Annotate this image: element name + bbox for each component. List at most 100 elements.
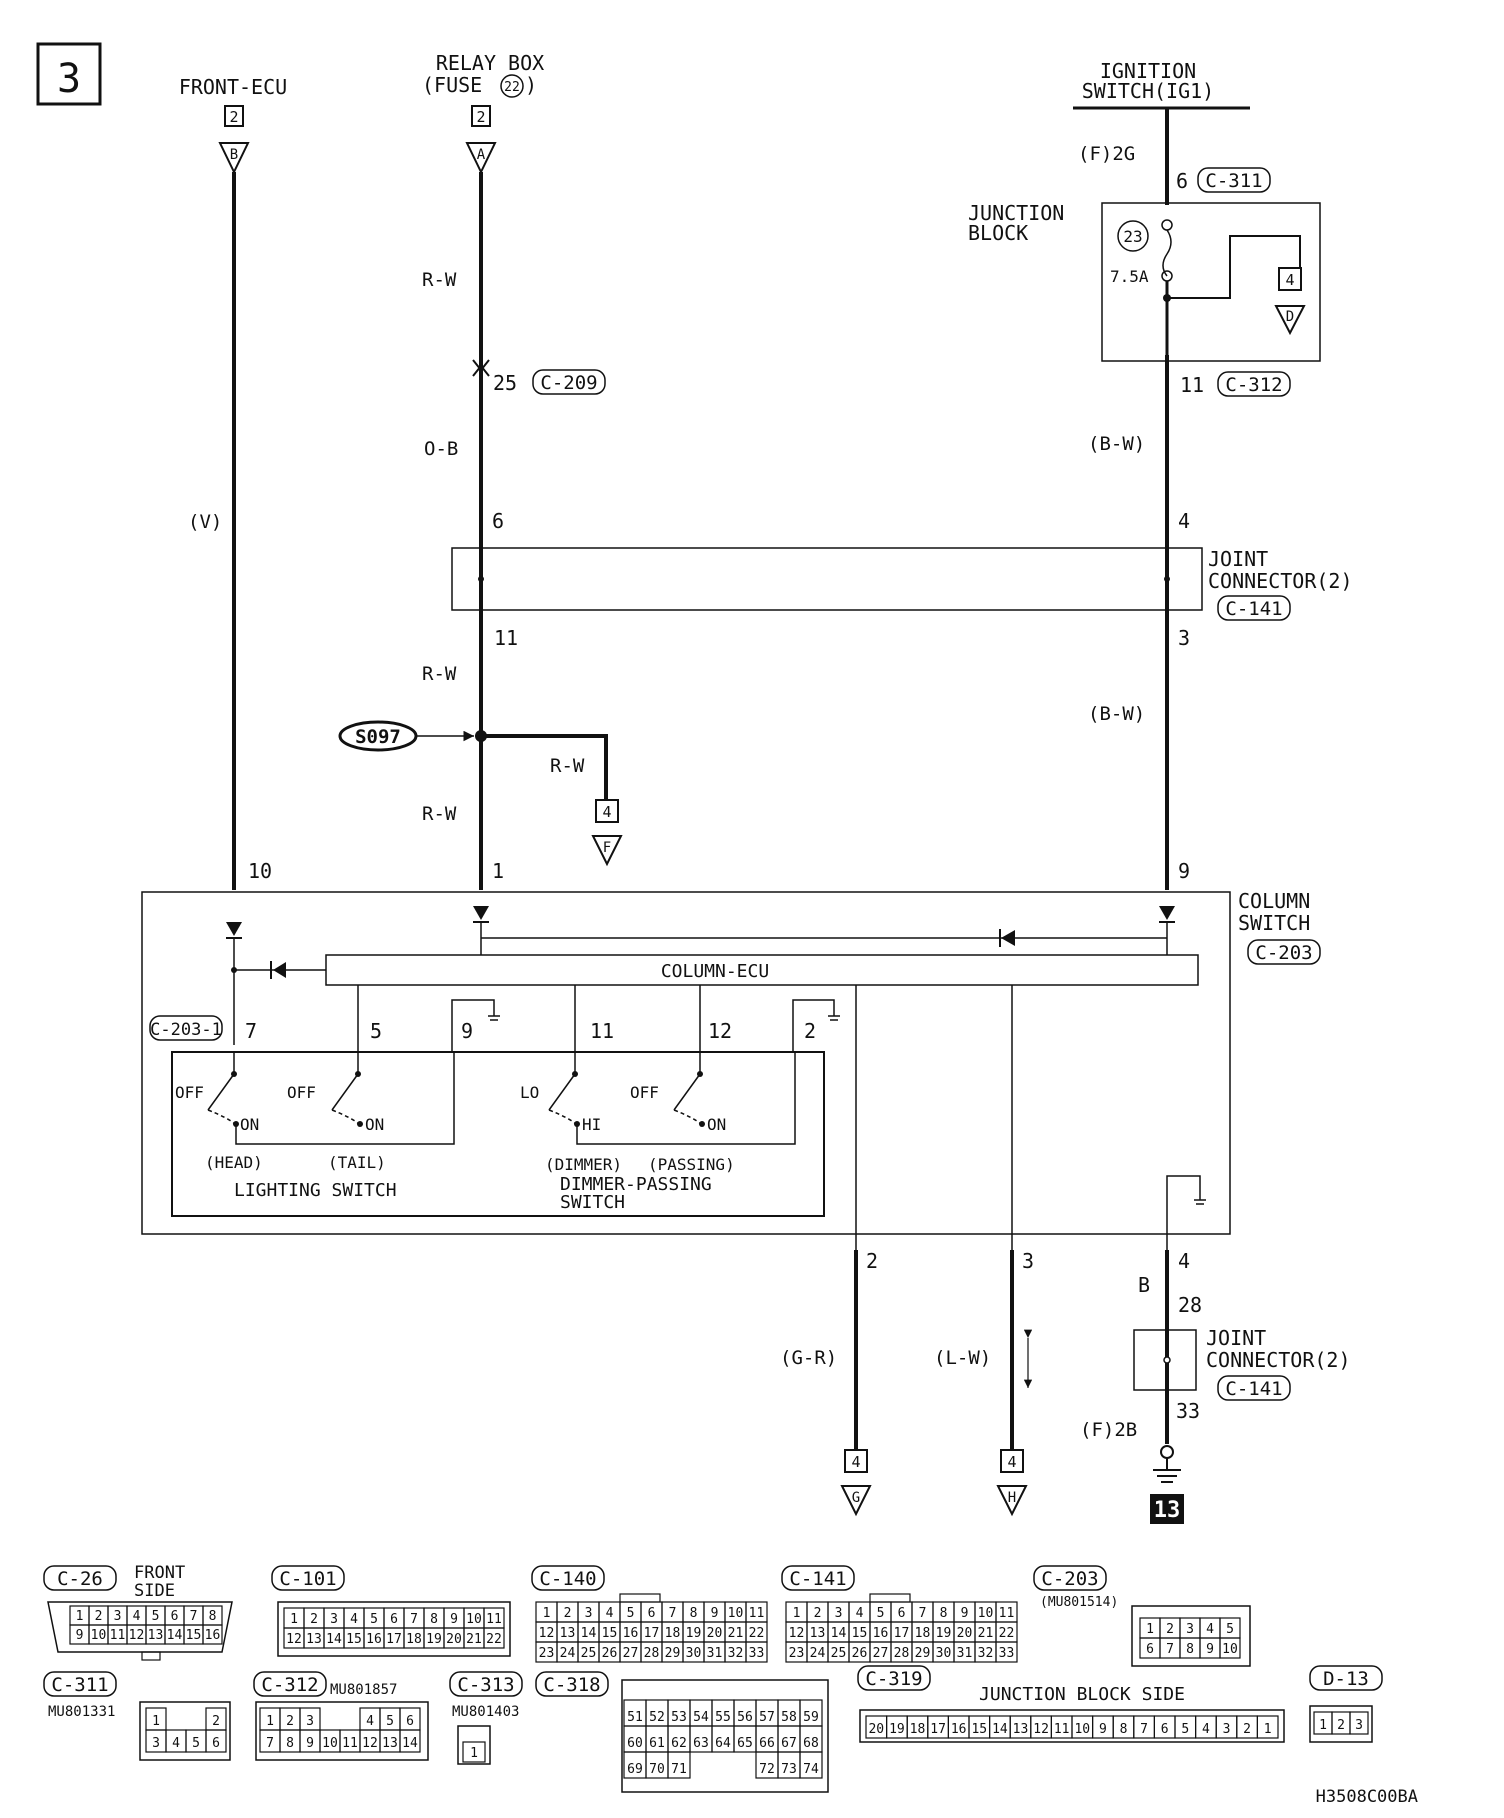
d13-code: D-13 [1323, 1668, 1369, 1690]
c101-pin: 9 [450, 1612, 458, 1627]
page-number-box [36, 42, 102, 106]
junction-fuse-number: 23 [1123, 227, 1142, 246]
c101-pin: 17 [386, 1632, 402, 1647]
c318-pin: 66 [759, 1736, 775, 1751]
c141-pin: 19 [936, 1626, 952, 1641]
c319-pin: 5 [1181, 1722, 1189, 1737]
c312-code: C-312 [261, 1674, 318, 1696]
c140-pin: 3 [585, 1606, 593, 1621]
c203-pin: 5 [1226, 1622, 1234, 1637]
out-pin-2: 2 [866, 1249, 878, 1273]
c311-pin: 2 [212, 1714, 220, 1729]
c140-pin: 14 [581, 1626, 597, 1641]
relay-box-label: RELAY BOX [436, 51, 544, 75]
c140-pin: 33 [749, 1646, 765, 1661]
c101-pin: 4 [350, 1612, 358, 1627]
c101-pin: 11 [486, 1612, 502, 1627]
c312-pin: 11 [1180, 373, 1204, 397]
c140-pin: 1 [543, 1606, 551, 1621]
sw-pin-2: 2 [804, 1019, 816, 1043]
c26-pin: 8 [209, 1609, 217, 1624]
c141-pin: 8 [940, 1606, 948, 1621]
ground-number: 13 [1154, 1498, 1181, 1523]
c140-pin: 21 [728, 1626, 744, 1641]
c203-pin: 10 [1222, 1642, 1238, 1657]
c318-pin: 68 [803, 1736, 819, 1751]
output-g-letter: G [852, 1490, 860, 1506]
joint-connector-top: JOINT CONNECTOR(2) C-141 [451, 547, 1353, 621]
c141-pin: 24 [810, 1646, 826, 1661]
wire-label-b: B [1138, 1273, 1150, 1297]
joint-connector2-code: C-141 [1225, 1378, 1282, 1400]
c318-pin: 67 [781, 1736, 797, 1751]
c141-pin: 18 [915, 1626, 931, 1641]
d13-pin: 1 [1319, 1718, 1327, 1733]
c312-pin: 14 [402, 1736, 418, 1751]
c141-pin: 16 [873, 1626, 889, 1641]
c203-pin: 7 [1166, 1642, 1174, 1657]
c140-pin: 13 [560, 1626, 576, 1641]
splice-label: S097 [355, 726, 401, 748]
c140-pin: 7 [669, 1606, 677, 1621]
cs-pin-1: 1 [492, 859, 504, 883]
c319-pin: 8 [1120, 1722, 1128, 1737]
wire-label-v: (V) [188, 511, 222, 533]
c141-pin: 33 [999, 1646, 1015, 1661]
sw-pin-7: 7 [245, 1019, 257, 1043]
tail-off: OFF [287, 1083, 316, 1102]
c311-pin: 4 [172, 1736, 180, 1751]
joint-connector-label: JOINT [1208, 547, 1268, 571]
c319-note: JUNCTION BLOCK SIDE [979, 1684, 1185, 1705]
c101-pin: 6 [390, 1612, 398, 1627]
joint-connector-code: C-141 [1225, 598, 1282, 620]
dimmer-hi: HI [582, 1115, 601, 1134]
c319-pin: 3 [1223, 1722, 1231, 1737]
c141-code: C-141 [789, 1568, 846, 1590]
ignition-label: IGNITION [1100, 59, 1196, 83]
ground-13: 13 [1150, 1445, 1184, 1524]
c319-pin: 1 [1264, 1722, 1272, 1737]
c313-part: MU801403 [452, 1704, 519, 1720]
c141-pin: 11 [999, 1606, 1015, 1621]
d13-pin: 3 [1355, 1718, 1363, 1733]
c140-pin: 15 [602, 1626, 618, 1641]
c141-pin: 12 [789, 1626, 805, 1641]
c312-pin: 7 [266, 1736, 274, 1751]
c312-pin: 6 [406, 1714, 414, 1729]
c318-pin: 59 [803, 1710, 819, 1725]
c318c-pin: 72 [759, 1762, 775, 1777]
c140-pin: 28 [644, 1646, 660, 1661]
front-ecu-letter: B [230, 147, 238, 163]
c318-pin: 53 [671, 1710, 687, 1725]
c26-pin: 2 [95, 1609, 103, 1624]
c101-pin: 21 [466, 1632, 482, 1647]
c26-pin: 6 [171, 1609, 179, 1624]
c312-pin: 13 [382, 1736, 398, 1751]
c203-pin: 9 [1206, 1642, 1214, 1657]
c209-code: C-209 [540, 372, 597, 394]
c140-pin: 19 [686, 1626, 702, 1641]
c319-code: C-319 [865, 1668, 922, 1690]
jc-pin-top-left: 6 [492, 509, 504, 533]
c312-pin: 5 [386, 1714, 394, 1729]
c311-code: C-311 [51, 1674, 108, 1696]
c311-pin: 3 [152, 1736, 160, 1751]
c141-pin: 28 [894, 1646, 910, 1661]
front-ecu-label: FRONT-ECU [179, 75, 287, 99]
c319-pin: 19 [889, 1722, 905, 1737]
column-switch-label: COLUMN [1238, 889, 1310, 913]
cs-pin-9: 9 [1178, 859, 1190, 883]
c140-pin: 30 [686, 1646, 702, 1661]
c141-pin: 26 [852, 1646, 868, 1661]
c203-pin: 4 [1206, 1622, 1214, 1637]
c311-pin: 5 [192, 1736, 200, 1751]
c318-code: C-318 [543, 1674, 600, 1696]
c312-pin: 4 [366, 1714, 374, 1729]
c26-pin: 16 [205, 1628, 221, 1643]
c203-part: (MU801514) [1040, 1595, 1118, 1610]
c101-pin: 19 [426, 1632, 442, 1647]
c319-pin: 17 [930, 1722, 946, 1737]
jc-pin-bot-left: 11 [494, 626, 518, 650]
dimmer-passing-label: DIMMER-PASSING [560, 1174, 712, 1195]
